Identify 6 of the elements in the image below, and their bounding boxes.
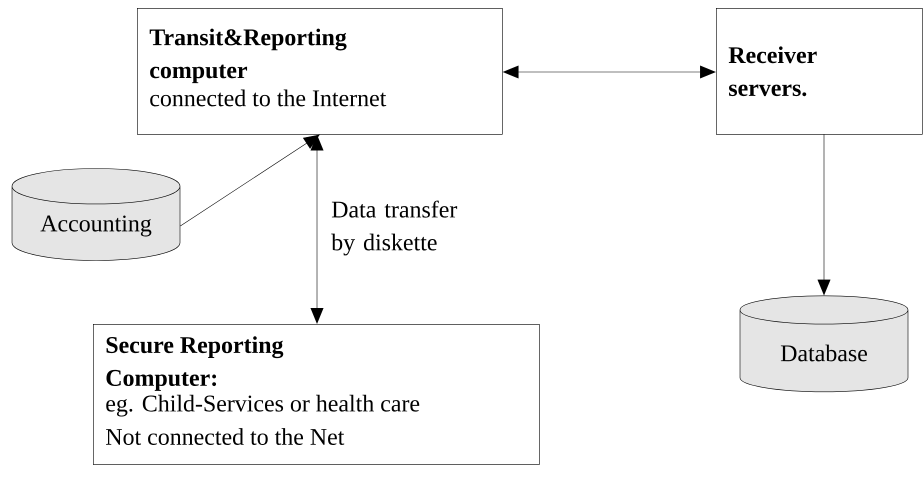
database-cylinder: Accounting: [12, 168, 180, 261]
process-box: Secure Reporting Computer: eg. Child-Services or health care Not connected to the Net: [93, 324, 540, 465]
edge-label: Data transfer by diskette: [330, 200, 478, 256]
database-cylinder: Database: [740, 296, 908, 392]
process-box: Receiver servers.: [716, 8, 923, 135]
process-box: Transit&Reporting computer connected to the Internet: [137, 8, 503, 135]
